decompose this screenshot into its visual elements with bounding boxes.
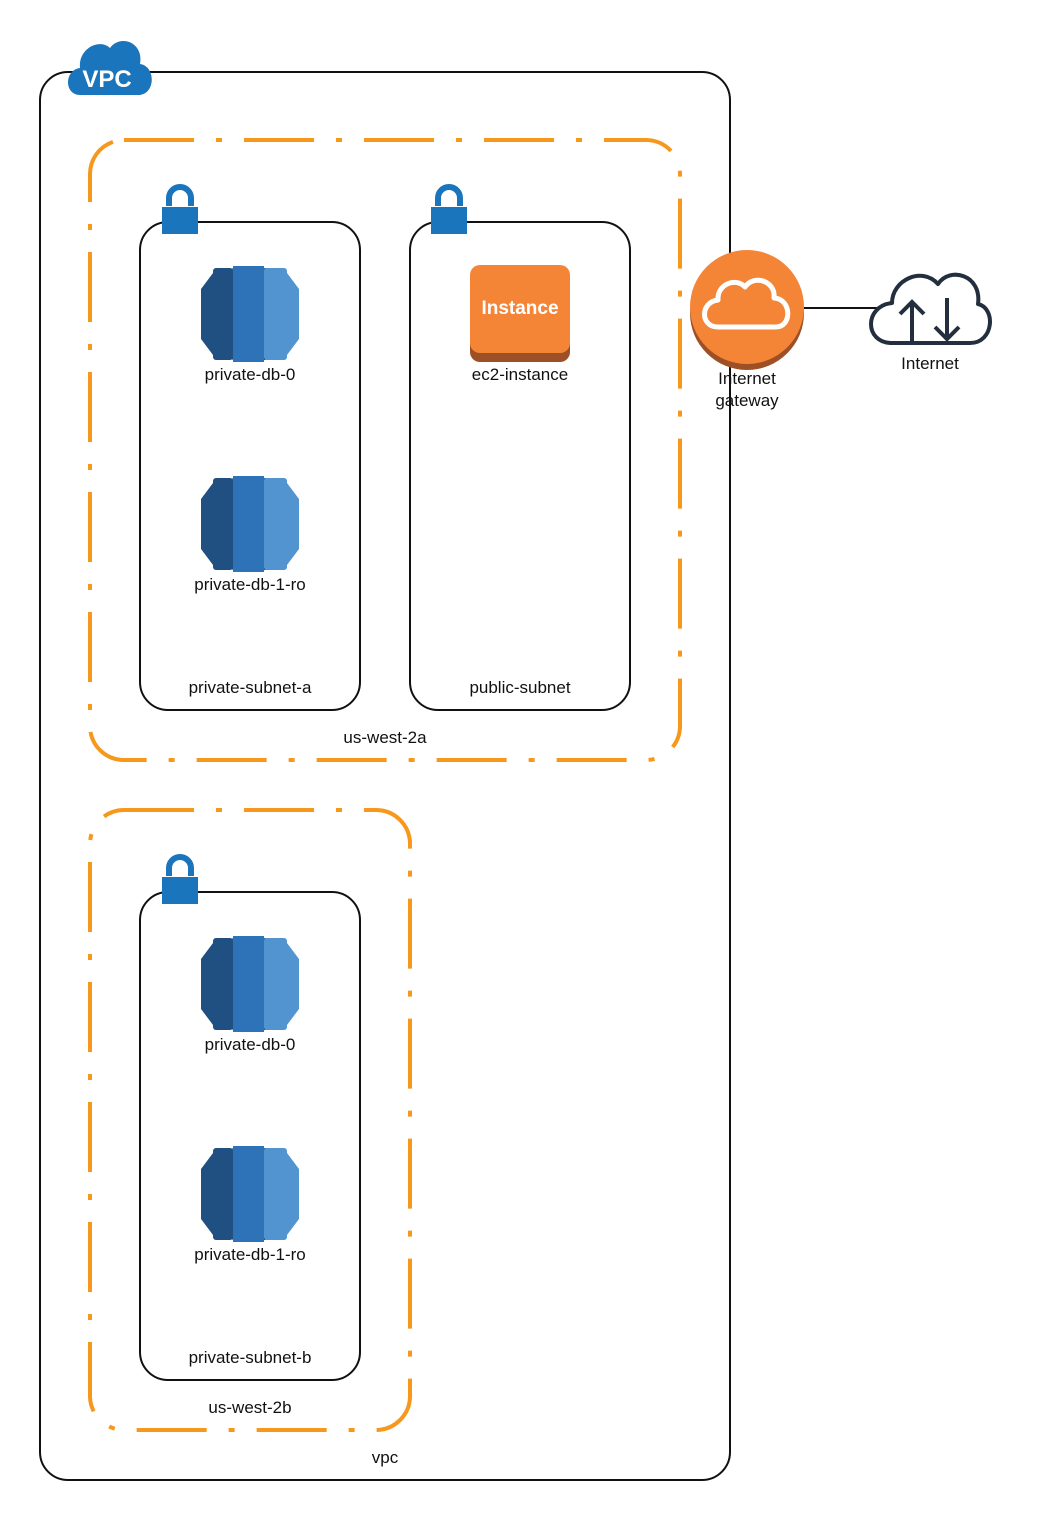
rds-database-icon [201,1146,299,1242]
lock-icon [162,857,198,904]
availability-zone-us-west-2b [88,808,412,1432]
lock-icon [162,187,198,234]
availability-zone-us-west-2a [88,138,682,762]
vpc-label: vpc [372,1448,399,1467]
vpc-badge-label: VPC [82,66,131,93]
subnet-label: private-subnet-a [189,678,312,697]
gateway-label-line2: gateway [715,391,779,410]
gateway-label-line1: Internet [718,369,776,388]
vpc-container [39,71,731,1481]
zone-label: us-west-2a [343,728,427,747]
lock-icon [431,187,467,234]
ec2-instance-icon: Instance [470,265,570,362]
resource-label: private-db-0 [205,365,296,384]
vpc-cloud-icon: VPC [68,41,152,95]
internet-gateway-icon [690,250,804,370]
resource-label: private-db-0 [205,1035,296,1054]
internet-label: Internet [901,354,959,373]
subnet-label: private-subnet-b [189,1348,312,1367]
subnet-public-subnet [409,221,631,711]
subnet-private-subnet-b [139,891,361,1381]
zone-label: us-west-2b [208,1398,291,1417]
resource-label: private-db-1-ro [194,1245,306,1264]
rds-database-icon [201,936,299,1032]
resource-label: private-db-1-ro [194,575,306,594]
rds-database-icon [201,476,299,572]
resource-label: ec2-instance [472,365,568,384]
internet-cloud-icon [869,272,992,345]
instance-badge-label: Instance [481,298,558,319]
subnet-private-subnet-a [139,221,361,711]
subnet-label: public-subnet [469,678,570,697]
rds-database-icon [201,266,299,362]
